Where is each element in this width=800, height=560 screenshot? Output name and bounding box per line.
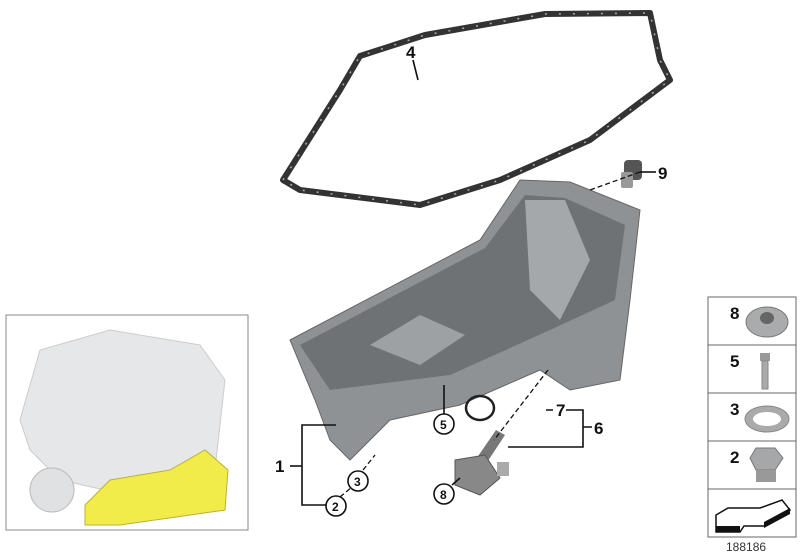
flange-nut-icon[interactable] <box>745 306 789 338</box>
callout-6[interactable]: 6 <box>594 419 603 438</box>
legend-label-3: 3 <box>730 400 739 419</box>
svg-text:5: 5 <box>440 418 447 432</box>
callout-1[interactable]: 1 <box>275 457 284 476</box>
parts-legend: 8 5 3 2 <box>707 296 797 538</box>
bolt-icon[interactable] <box>760 353 770 390</box>
callout-3[interactable]: 3 <box>347 470 369 492</box>
callout-5[interactable]: 5 <box>433 413 455 435</box>
direction-arrow-icon[interactable] <box>715 499 792 533</box>
oil-pan[interactable] <box>289 179 641 461</box>
legend-label-5: 5 <box>730 352 739 371</box>
oil-level-sensor[interactable] <box>454 394 509 496</box>
legend-label-8: 8 <box>730 304 739 323</box>
svg-text:3: 3 <box>354 475 361 489</box>
svg-text:8: 8 <box>440 488 447 502</box>
diagram-id: 188186 <box>726 540 767 554</box>
oil-pan-gasket[interactable] <box>280 10 673 208</box>
callout-8[interactable]: 8 <box>433 483 455 505</box>
legend-label-2: 2 <box>730 448 739 467</box>
seal-ring-icon[interactable] <box>744 405 790 433</box>
callout-9[interactable]: 9 <box>658 164 667 183</box>
highlighted-oil-pan <box>84 449 229 526</box>
drain-plug-icon[interactable] <box>749 447 784 482</box>
callout-7[interactable]: 7 <box>556 401 565 420</box>
svg-text:2: 2 <box>332 500 339 514</box>
callout-4[interactable]: 4 <box>406 43 416 62</box>
oil-filler-plug[interactable] <box>621 160 642 188</box>
callout-2[interactable]: 2 <box>325 495 347 517</box>
engine-overview-inset <box>5 314 249 531</box>
